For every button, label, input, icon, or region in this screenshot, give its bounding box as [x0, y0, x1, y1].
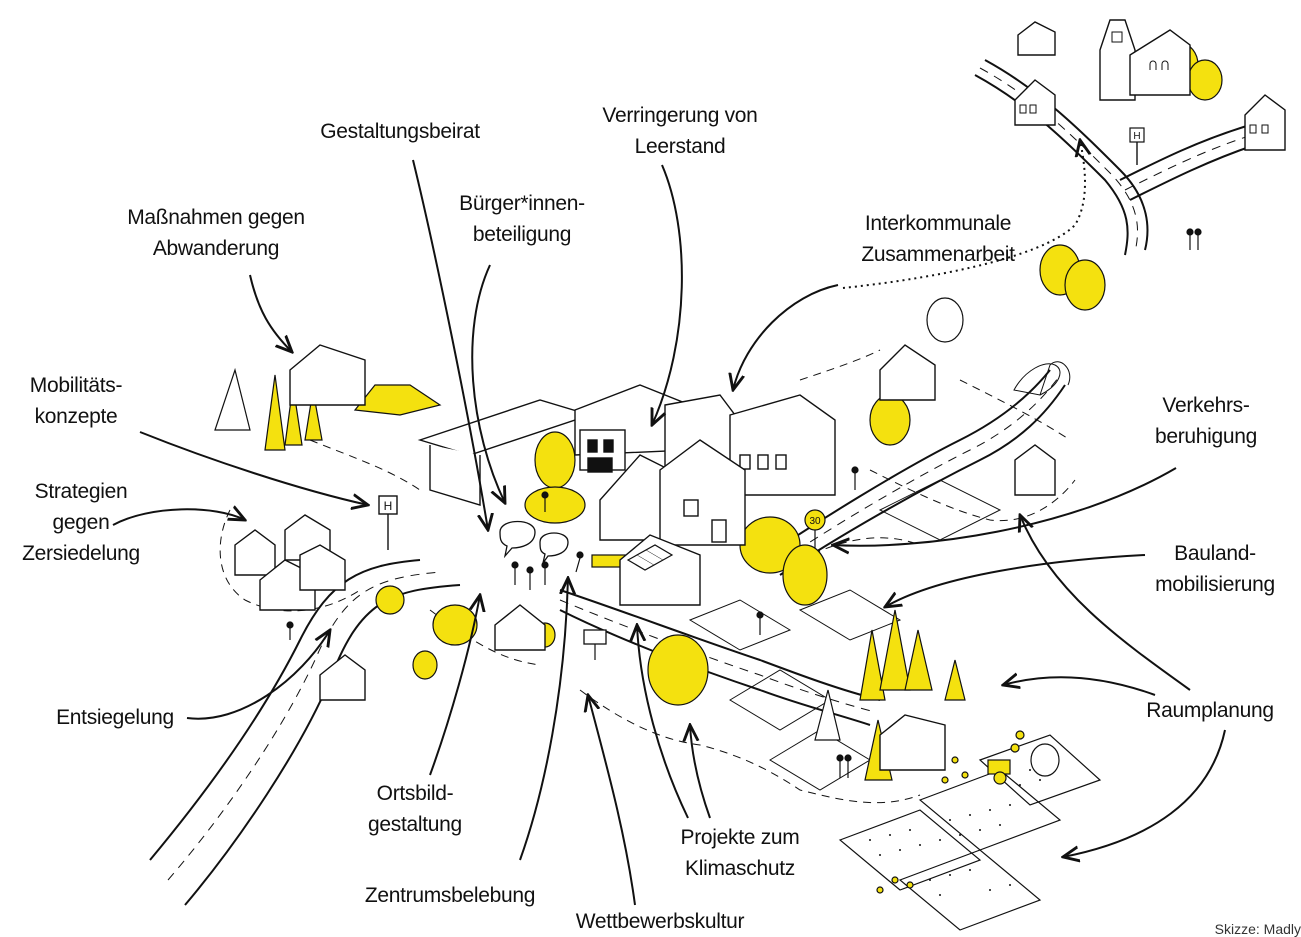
- arrow-interkommunal: [733, 284, 839, 390]
- solar-panel: [626, 544, 674, 571]
- speed-limit-number: 30: [809, 516, 821, 527]
- label-interkommunale-zusammenarbeit: Interkommunale Zusammenarbeit: [861, 212, 1015, 266]
- road-southwest: [149, 559, 421, 861]
- yellow-trees: [264, 42, 1223, 894]
- label-verringerung-von-leerstand: Verringerung von Leerstand: [602, 104, 758, 158]
- label-gestaltungsbeirat: Gestaltungsbeirat: [320, 120, 480, 143]
- label-wettbewerbskultur: Wettbewerbskultur: [575, 910, 745, 933]
- arrow-interkommunal-dotted: [842, 140, 1085, 289]
- outline-trees: [214, 297, 1060, 777]
- arrow-entsiegelung: [186, 630, 330, 720]
- bus-stop-sign-north: H: [1129, 127, 1145, 165]
- image-credit: Skizze: Madly: [1214, 921, 1301, 937]
- label-verkehrsberuhigung: Verkehrs- beruhigung: [1154, 394, 1258, 448]
- arrow-zentrumsbelebung: [519, 578, 568, 861]
- arrow-ortsbild: [429, 595, 480, 776]
- label-buerger-innenbeteiligung: Bürger*innen- beteiligung: [459, 192, 585, 246]
- arrow-projekte-a: [637, 625, 689, 819]
- arrow-verringerung: [652, 164, 683, 425]
- arrow-wettbewerb: [588, 695, 636, 906]
- arrow-bauland: [885, 554, 1146, 607]
- road-north: [984, 59, 1149, 251]
- label-projekte-zum-klimaschutz: Projekte zum Klimaschutz: [680, 826, 800, 880]
- arrow-strategien: [112, 509, 245, 526]
- label-raumplanung: Raumplanung: [1146, 699, 1274, 722]
- arrow-verkehrsberuhigung: [833, 467, 1177, 546]
- arrow-raumplanung-b: [1003, 677, 1156, 696]
- label-mobilitaetskonzepte: Mobilitäts- konzepte: [29, 374, 123, 428]
- speech-bubbles: [499, 520, 607, 645]
- bus-stop-letter-north: H: [1133, 131, 1140, 142]
- label-massnahmen-gegen-abwanderung: Maßnahmen gegen Abwanderung: [127, 206, 305, 260]
- label-ortsbildgestaltung: Ortsbild- gestaltung: [368, 782, 462, 836]
- label-zentrumsbelebung: Zentrumsbelebung: [364, 884, 536, 907]
- arrow-buerger: [471, 264, 505, 503]
- speed-limit-sign: 30: [804, 509, 826, 548]
- arrow-massnahmen: [249, 274, 292, 352]
- arrow-gestaltungsbeirat: [412, 159, 488, 530]
- annotation-arrows: [112, 159, 1226, 906]
- arrow-raumplanung-a: [1020, 515, 1191, 691]
- crop-fields: [838, 734, 1102, 931]
- label-entsiegelung: Entsiegelung: [56, 706, 174, 729]
- arrow-raumplanung-c: [1063, 729, 1226, 857]
- bus-stop-sign: H: [378, 495, 398, 550]
- label-strategien-gegen-zersiedelung: Strategien gegen Zersiedelung: [22, 480, 140, 565]
- label-baulandmobilisierung: Bauland- mobilisierung: [1155, 542, 1275, 596]
- arrow-mobilitaet: [139, 431, 368, 505]
- arrow-projekte-b: [690, 725, 711, 819]
- road-main: [559, 589, 881, 701]
- bus-stop-letter: H: [384, 499, 393, 513]
